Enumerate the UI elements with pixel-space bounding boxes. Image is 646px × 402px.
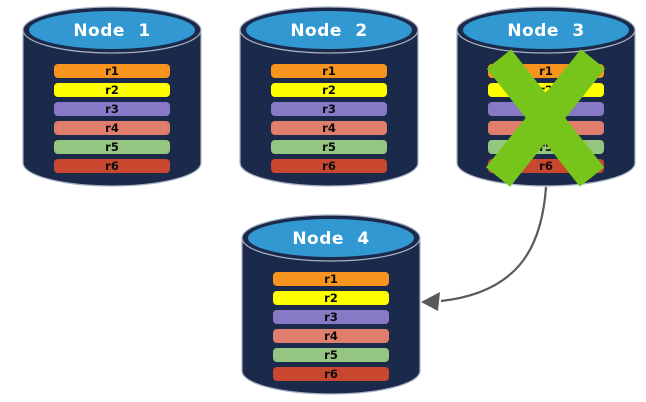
node-title: Node 2 <box>290 21 367 41</box>
node-title: Node 4 <box>292 229 369 249</box>
row-bar <box>273 329 389 343</box>
row-bar <box>271 121 387 135</box>
node-title: Node 1 <box>73 21 150 41</box>
row-bar <box>54 102 170 116</box>
arrow-curve <box>440 186 548 303</box>
cylinder-top-ellipse <box>248 219 414 257</box>
row-label: r5 <box>105 140 119 154</box>
row-label: r2 <box>324 291 338 305</box>
row-bar <box>273 348 389 362</box>
arrowhead-icon <box>421 292 440 311</box>
row-label: r1 <box>322 64 336 78</box>
row-bar <box>273 310 389 324</box>
failure-x-icon <box>485 49 606 187</box>
node-4-cylinder: Node 4 r1 r2 r3 r4 r5 r6 <box>241 214 421 395</box>
row-bar <box>271 140 387 154</box>
row-bar <box>271 83 387 97</box>
row-label: r2 <box>322 83 336 97</box>
row-label: r1 <box>324 272 338 286</box>
row-label: r4 <box>324 329 338 343</box>
row-bar <box>273 367 389 381</box>
row-bar <box>54 121 170 135</box>
node-2-cylinder: Node 2 r1 r2 r3 r4 r5 r6 <box>239 6 419 187</box>
row-label: r3 <box>105 102 119 116</box>
row-label: r4 <box>322 121 336 135</box>
row-bar <box>271 102 387 116</box>
replica-rows: r1 r2 r3 r4 r5 r6 <box>273 272 389 381</box>
row-bar <box>271 64 387 78</box>
row-label: r6 <box>539 159 553 173</box>
row-label: r2 <box>105 83 119 97</box>
row-bar <box>54 83 170 97</box>
row-bar <box>54 64 170 78</box>
row-bar <box>273 272 389 286</box>
replica-rows: r1 r2 r3 r4 r5 r6 <box>271 64 387 173</box>
row-label: r1 <box>539 64 553 78</box>
node-3-cylinder: Node 3 r1 r2 r3 r4 r5 r6 <box>456 6 636 187</box>
node-1-cylinder: Node 1 r1 r2 r3 r4 r5 r6 <box>22 6 202 187</box>
row-label: r1 <box>105 64 119 78</box>
row-bar <box>54 159 170 173</box>
row-label: r3 <box>322 102 336 116</box>
cylinder-top-ellipse <box>246 11 412 49</box>
row-label: r6 <box>324 367 338 381</box>
row-label: r5 <box>324 348 338 362</box>
row-label: r6 <box>322 159 336 173</box>
row-bar <box>54 140 170 154</box>
row-label: r6 <box>105 159 119 173</box>
row-label: r3 <box>324 310 338 324</box>
row-label: r5 <box>322 140 336 154</box>
row-label: r4 <box>105 121 119 135</box>
node-title: Node 3 <box>507 21 584 41</box>
row-bar <box>273 291 389 305</box>
cylinder-top-ellipse <box>29 11 195 49</box>
replica-rows: r1 r2 r3 r4 r5 r6 <box>54 64 170 173</box>
row-bar <box>271 159 387 173</box>
cylinder-top-ellipse <box>463 11 629 49</box>
